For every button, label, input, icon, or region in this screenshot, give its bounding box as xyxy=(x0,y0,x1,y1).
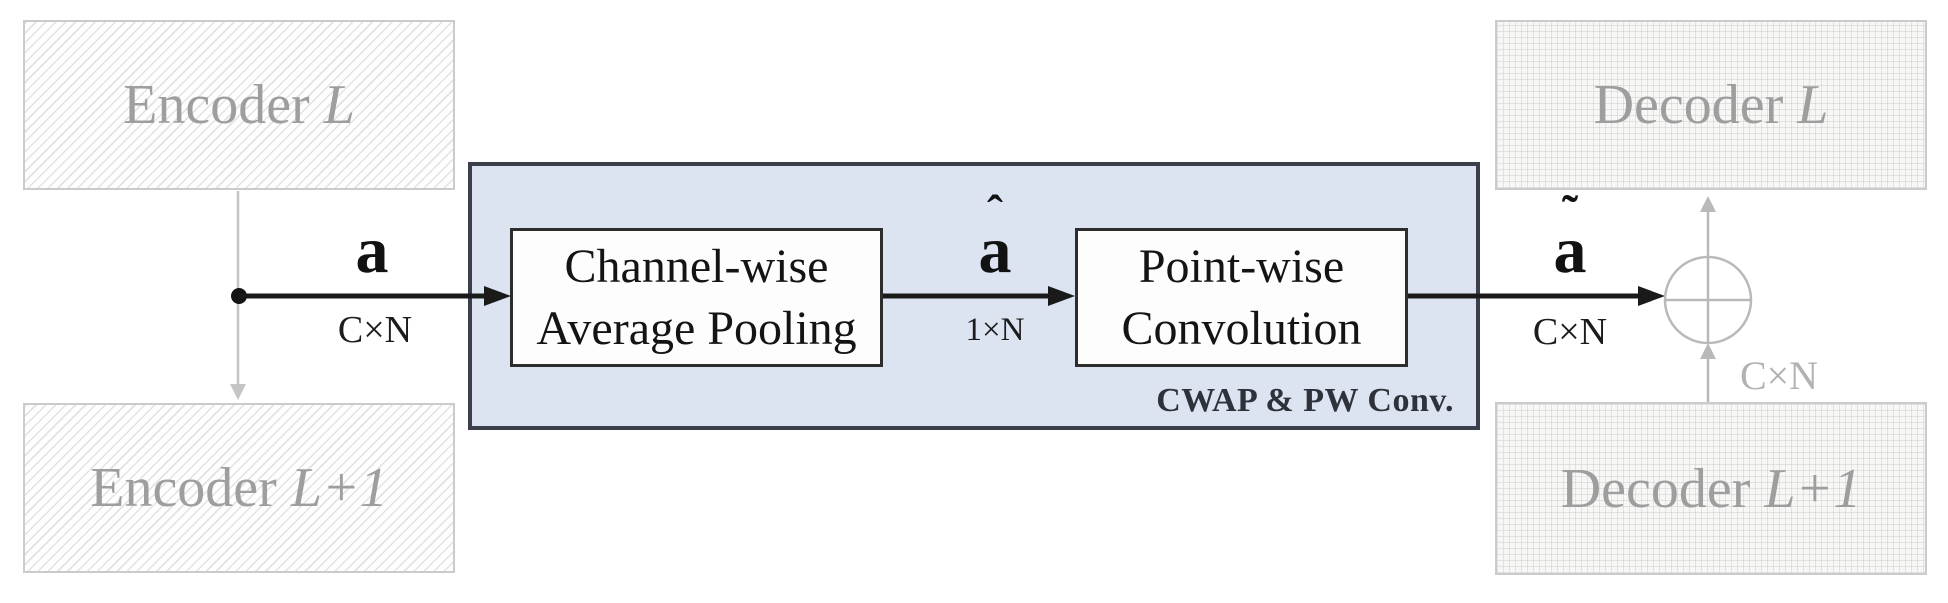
pw-label-line2: Convolution xyxy=(1121,301,1362,355)
decoder-l-box: Decoder L xyxy=(1495,20,1927,190)
pooled-dim-label: 1×N xyxy=(965,312,1025,348)
decoder-l-plus-1-label: Decoder L+1 xyxy=(1560,457,1862,520)
encoder-connector-arrowhead-icon xyxy=(230,384,246,400)
output-dim-label: C×N xyxy=(1532,311,1608,353)
cwap-label-line1: Channel-wise xyxy=(564,240,829,294)
pooled-symbol-base: a xyxy=(978,214,1012,287)
pw-label-line1: Point-wise xyxy=(1138,240,1345,294)
encoder-l-box: Encoder L xyxy=(23,20,455,190)
skip-upper-arrowhead-icon xyxy=(1700,196,1716,212)
output-feature-symbol: ˜ a xyxy=(1500,189,1640,287)
point-wise-convolution-box: Point-wise Convolution xyxy=(1075,228,1408,367)
output-arrowhead-icon xyxy=(1638,286,1665,306)
decoder-l-label: Decoder L xyxy=(1593,74,1829,136)
skip-dim-label: C×N xyxy=(1739,353,1819,398)
encoder-l-plus-1-box: Encoder L+1 xyxy=(23,403,455,573)
decoder-l-plus-1-box: Decoder L+1 xyxy=(1495,402,1927,575)
input-symbol-base: a xyxy=(355,214,389,287)
input-feature-symbol: a xyxy=(302,203,442,287)
branch-dot-icon xyxy=(231,288,247,304)
cwap-label-line2: Average Pooling xyxy=(536,301,857,355)
encoder-l-label: Encoder L xyxy=(123,74,355,136)
container-caption: CWAP & PW Conv. xyxy=(1156,382,1454,419)
input-dim-label: C×N xyxy=(337,309,413,351)
output-symbol-base: a xyxy=(1553,214,1587,287)
sum-circle-plus-icon xyxy=(1663,255,1753,345)
encoder-l-plus-1-label: Encoder L+1 xyxy=(90,457,388,519)
channel-wise-average-pooling-box: Channel-wise Average Pooling xyxy=(510,228,883,367)
pooled-feature-symbol: ˆ a xyxy=(925,189,1065,287)
